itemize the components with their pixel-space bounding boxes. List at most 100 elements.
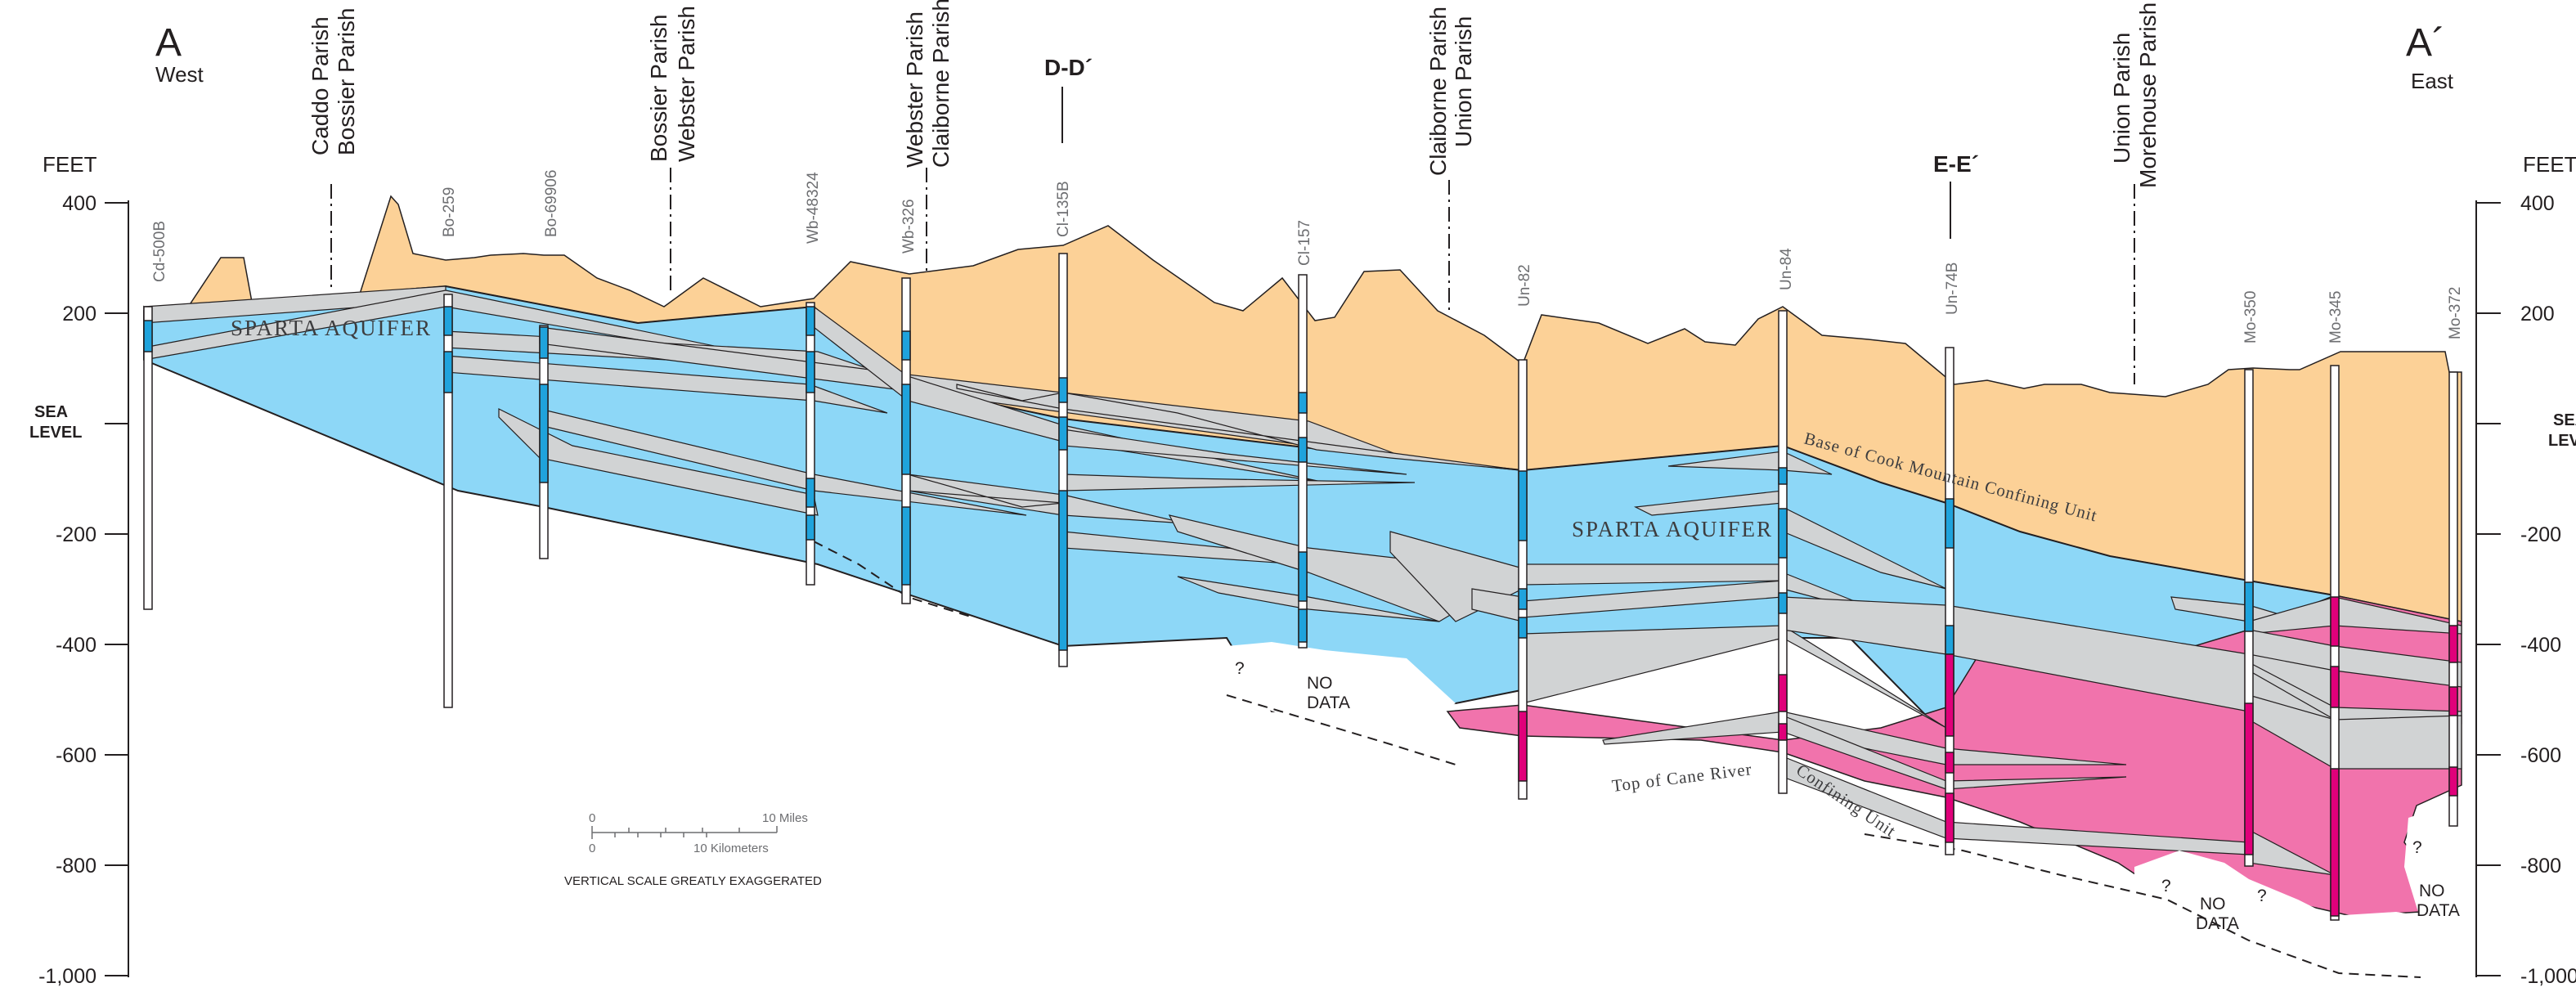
inferred-boundary <box>1864 833 2421 978</box>
parish-label: Caddo Parish <box>307 16 333 155</box>
parish-label: Claiborne Parish <box>1425 7 1451 176</box>
parish-label: Claiborne Parish <box>928 0 954 168</box>
well-label: Un-84 <box>1778 248 1795 290</box>
parish-label: Bossier Parish <box>334 7 359 155</box>
clay-lenses <box>143 285 2462 876</box>
axis-tick-label: -200 <box>2520 523 2561 546</box>
section-ends: A West A´ East <box>155 21 2454 93</box>
no-data-area <box>2404 806 2462 924</box>
inferred-boundaries <box>813 541 2421 978</box>
well-label: Cd-500B <box>151 221 168 282</box>
axis-tick-label: -600 <box>56 744 96 767</box>
well-un-84 <box>1778 310 1788 794</box>
parish-label: Union Parish <box>1451 16 1476 147</box>
question-mark: ? <box>2161 877 2171 895</box>
well-cl-157 <box>1298 274 1308 649</box>
left-axis: FEET 400 200 -200 -400 -600 -800 -1,000 … <box>29 152 129 988</box>
sea-level-label: LEVEL <box>29 424 82 442</box>
question-mark: ? <box>2257 887 2267 905</box>
no-data-label: DATA <box>2196 914 2239 933</box>
inferred-boundary <box>813 541 974 618</box>
no-data-label: NO <box>1307 674 1333 693</box>
scale-miles-zero: 0 <box>589 811 595 825</box>
axis-tick-label: 400 <box>2520 192 2555 215</box>
well-un-74b <box>1945 347 1954 855</box>
sea-level-label: LEVEL <box>2548 432 2576 450</box>
well-label: Un-82 <box>1516 264 1533 307</box>
sea-level-label: SEA <box>2553 411 2576 429</box>
clay-lens <box>813 305 1326 483</box>
clay-lens <box>1177 576 1440 622</box>
right-axis-unit: FEET <box>2523 152 2576 177</box>
no-data-label: DATA <box>2417 901 2460 920</box>
question-mark: ? <box>1235 659 1245 678</box>
well-label: Un-74B <box>1944 263 1961 315</box>
well-label: Wb-48324 <box>805 172 822 244</box>
well-label: Mo-345 <box>2327 291 2345 343</box>
well-label: Cl-135B <box>1055 181 1072 237</box>
axis-tick-label: -1,000 <box>2520 965 2576 988</box>
parish-label: Bossier Parish <box>646 14 671 162</box>
well-label: Cl-157 <box>1296 220 1313 266</box>
sparta-aquifer-label-east: SPARTA AQUIFER <box>1572 517 1773 541</box>
axis-tick-label: -200 <box>56 523 96 546</box>
scale-km-label: 10 Kilometers <box>693 842 769 855</box>
parish-boundaries: Caddo Parish Bossier Parish Bossier Pari… <box>307 0 2161 384</box>
well-cd-500b <box>143 306 153 610</box>
no-data-labels: ? NO DATA ? NO DATA ? ? NO DATA <box>1235 659 2460 933</box>
well-mo-350 <box>2244 369 2254 867</box>
axis-tick-label: -800 <box>2520 855 2561 878</box>
section-e-label: E-E´ <box>1933 151 1979 177</box>
axis-tick-label: -400 <box>2520 634 2561 657</box>
cross-section-markers: D-D´ E-E´ <box>1044 55 1979 239</box>
parish-label: Webster Parish <box>902 11 927 168</box>
well-label: Bo-69906 <box>543 170 560 237</box>
axis-tick-label: -800 <box>56 855 96 878</box>
clay-lens <box>956 384 1522 471</box>
well-un-82 <box>1518 359 1528 800</box>
axis-tick-label: 400 <box>62 192 96 215</box>
well-label: Mo-350 <box>2242 291 2260 343</box>
sparta-aquifer-label-west: SPARTA AQUIFER <box>231 316 432 340</box>
axis-tick-label: 200 <box>62 303 96 325</box>
well-label: Mo-372 <box>2447 287 2464 339</box>
question-mark: ? <box>2412 838 2422 857</box>
section-d-label: D-D´ <box>1044 55 1093 80</box>
no-data-label: NO <box>2419 882 2445 900</box>
no-data-area <box>2134 851 2445 973</box>
well-label: Bo-259 <box>441 187 458 237</box>
clay-lens <box>1667 451 1833 475</box>
axis-tick-label: -400 <box>56 634 96 657</box>
well-wb-326 <box>901 277 911 604</box>
no-data-label: NO <box>2200 895 2226 913</box>
no-data-label: DATA <box>1307 694 1350 712</box>
well-mo-372 <box>2448 371 2458 827</box>
scale-km-zero: 0 <box>589 842 595 855</box>
vertical-scale-note: VERTICAL SCALE GREATLY EXAGGERATED <box>564 874 822 888</box>
well-cl-135b <box>1058 253 1068 667</box>
sea-level-label: SEA <box>34 403 68 421</box>
well-label: Wb-326 <box>900 199 918 254</box>
axis-tick-label: 200 <box>2520 303 2555 325</box>
inferred-boundary <box>1226 694 1456 765</box>
cane-river-label: Top of Cane River <box>1611 759 1753 796</box>
well-bo-259 <box>443 294 453 708</box>
parish-label: Union Parish <box>2109 33 2134 164</box>
right-axis: FEET 400 200 -200 -400 -600 -800 -1,000 … <box>2475 152 2576 988</box>
scale-miles-label: 10 Miles <box>762 811 808 825</box>
clay-lens <box>1522 563 1784 586</box>
axis-tick-label: -1,000 <box>38 965 96 988</box>
well-wb-48324 <box>806 302 815 586</box>
wells <box>143 253 2458 921</box>
well-labels: Cd-500B Bo-259 Bo-69906 Wb-48324 Wb-326 … <box>151 170 2464 343</box>
east-label: East <box>2411 69 2454 93</box>
no-data-area <box>1227 642 1456 769</box>
parish-label: Webster Parish <box>674 6 699 162</box>
scale-bar: 0 10 Miles 0 10 Kilometers VERTICAL SCAL… <box>564 811 822 888</box>
axis-tick-label: -600 <box>2520 744 2561 767</box>
well-bo-69906 <box>539 325 549 559</box>
west-letter: A <box>155 21 182 65</box>
clay-lens <box>498 408 819 516</box>
well-mo-345 <box>2330 365 2340 921</box>
